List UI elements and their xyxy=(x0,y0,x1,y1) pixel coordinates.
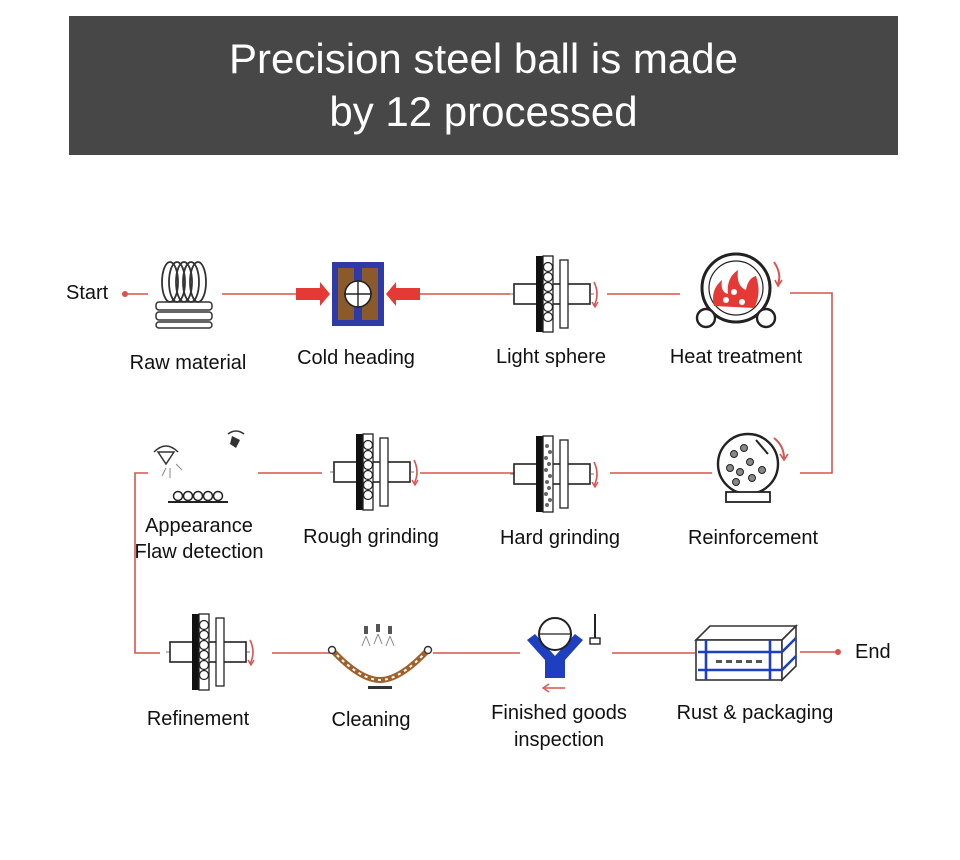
step-label-raw-material: Raw material xyxy=(129,352,247,374)
start-label: Start xyxy=(66,282,109,304)
step-label-inspection: inspection xyxy=(513,729,605,751)
gauge-inspection-icon xyxy=(527,614,601,693)
step-label-rough-grinding: Rough grinding xyxy=(303,526,439,548)
page-title-line-2: by 12 processed xyxy=(329,88,638,135)
connector-lines xyxy=(127,292,838,654)
step-label-cleaning: Cleaning xyxy=(331,709,411,731)
cold-heading-press-icon xyxy=(296,262,420,326)
step-label-flaw-detection: Flaw detection xyxy=(134,541,264,563)
start-dot xyxy=(122,291,128,297)
end-label: End xyxy=(855,641,891,663)
inspection-lamp-icon xyxy=(153,430,245,503)
step-label-refinement: Refinement xyxy=(146,708,250,730)
drum-tumbler-icon xyxy=(716,432,789,503)
step-label-light-sphere: Light sphere xyxy=(495,346,607,368)
step-label-reinforcement: Reinforcement xyxy=(687,527,819,549)
title-banner xyxy=(69,16,898,155)
page-title-line-1: Precision steel ball is made xyxy=(229,35,738,82)
grinding-plate-icon xyxy=(165,613,255,691)
step-label-hard-grinding: Hard grinding xyxy=(499,527,621,549)
conveyor-wash-icon xyxy=(327,624,433,689)
step-label-cold-heading: Cold heading xyxy=(297,347,415,369)
wire-coil-icon xyxy=(155,261,213,329)
step-label-appearance: Appearance xyxy=(145,515,253,537)
step-label-finished-goods: Finished goods xyxy=(491,702,627,724)
grinding-plate-icon xyxy=(509,435,599,513)
grinding-plate-icon xyxy=(509,255,599,333)
grinding-plate-icon xyxy=(329,433,419,511)
package-box-icon xyxy=(694,624,798,682)
step-label-rust-packaging: Rust & packaging xyxy=(676,702,834,724)
furnace-icon xyxy=(695,252,783,329)
step-label-heat-treatment: Heat treatment xyxy=(669,346,803,368)
end-dot xyxy=(835,649,841,655)
